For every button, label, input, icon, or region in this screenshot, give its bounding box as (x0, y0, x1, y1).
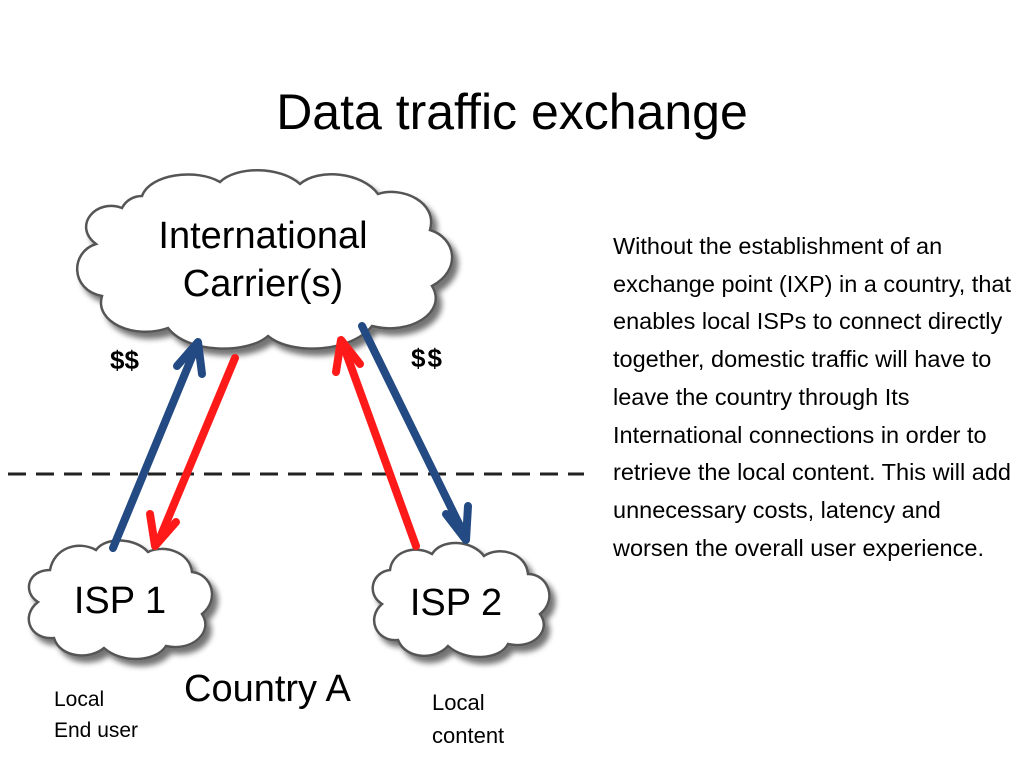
description-text: Without the establishment of an exchange… (613, 233, 1011, 561)
isp2-cloud-icon (371, 541, 551, 659)
local-content-label-line2: content (432, 723, 505, 748)
carrier-label-line2: Carrier(s) (182, 263, 344, 305)
arrow-carrier-to-isp2 (358, 322, 472, 544)
country-label: Country A (184, 668, 351, 710)
isp2-label: ISP 2 (409, 582, 503, 624)
end-user-label-line1: Local (54, 688, 105, 711)
arrow-carrier-to-isp1 (146, 354, 239, 550)
carrier-cloud-icon (76, 169, 454, 350)
end-user-label-line2: End user (54, 719, 139, 742)
isp1-label: ISP 1 (73, 580, 167, 622)
end-user-label: Local End user (54, 684, 138, 746)
cost-label-left: $$ (110, 345, 139, 375)
page-title: Data traffic exchange (276, 84, 748, 140)
carrier-label-line1: International (158, 215, 368, 257)
local-content-label-line1: Local (432, 690, 485, 715)
carrier-label: International Carrier(s) (120, 212, 406, 308)
cost-label-right: $$ (411, 343, 444, 373)
local-content-label: Local content (432, 686, 504, 752)
arrow-isp1-to-carrier (109, 338, 206, 552)
arrow-isp2-to-carrier (332, 336, 420, 550)
